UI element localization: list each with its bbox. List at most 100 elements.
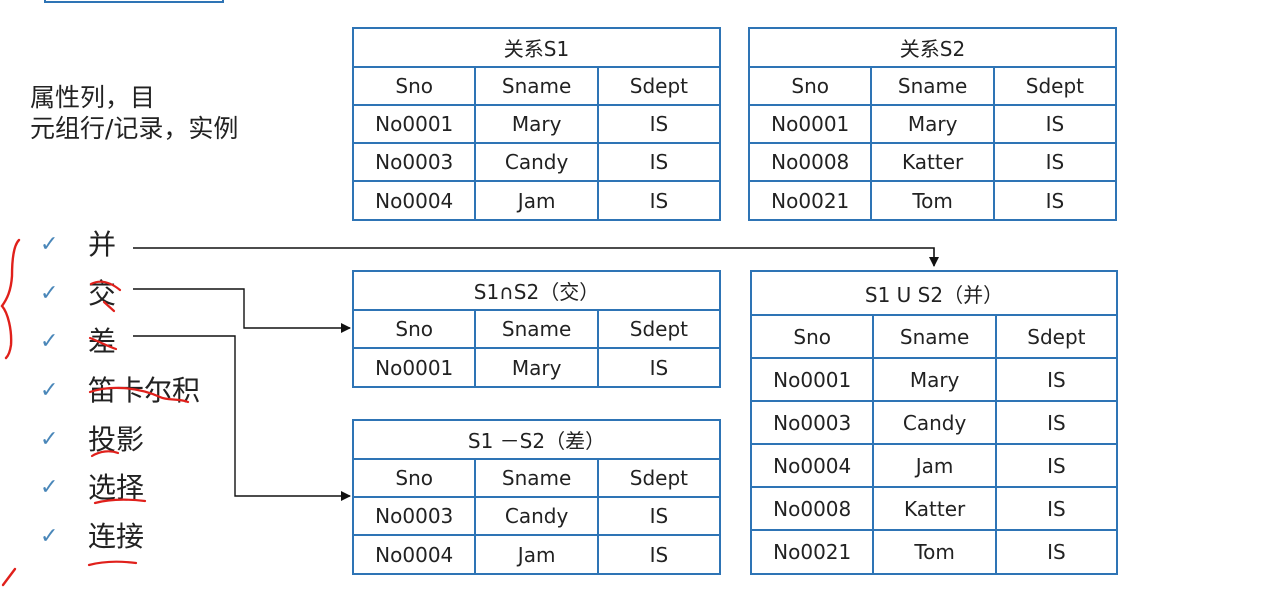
table-relation-s1: 关系S1 Sno Sname Sdept No0001 Mary IS No00… (351, 27, 722, 221)
top-frame-fragment (44, 0, 224, 3)
table-cell: IS (992, 180, 1118, 221)
table-cell: Mary (870, 104, 995, 144)
table-cell: No0003 (351, 142, 477, 182)
table-cell: No0003 (351, 496, 477, 536)
column-header: Sdept (992, 66, 1118, 106)
table-cell: Jam (474, 180, 599, 221)
table-cell: IS (994, 443, 1119, 488)
table-cell: No0004 (749, 443, 875, 488)
table-cell: Candy (474, 142, 599, 182)
table-cell: No0001 (351, 347, 477, 388)
table-title: S1 U S2（并） (750, 270, 1118, 316)
checkmark-icon: ✓ (40, 475, 59, 500)
table-row: No0001 Mary IS (351, 104, 722, 144)
operation-label: 投影 (88, 423, 145, 456)
checkmark-icon: ✓ (40, 378, 59, 403)
table-title: S1 －S2（差） (352, 419, 721, 460)
table-cell: No0004 (351, 534, 477, 575)
table-cell: IS (994, 400, 1119, 445)
table-cell: Mary (872, 357, 997, 402)
table-cell: Katter (870, 142, 995, 182)
table-cell: IS (596, 104, 722, 144)
red-tick-jiao (102, 300, 116, 313)
table-cell: No0021 (747, 180, 873, 221)
table-row: No0021 Tom IS (747, 180, 1118, 221)
table-cell: No0021 (749, 529, 875, 575)
table-cell: No0001 (747, 104, 873, 144)
column-header: Sname (474, 458, 599, 498)
red-corner-mark (1, 567, 17, 587)
intro-line-attributes: 属性列，目 (30, 83, 156, 112)
table-cell: IS (992, 104, 1118, 144)
table-cell: Mary (474, 104, 599, 144)
column-header: Sno (747, 66, 873, 106)
column-header: Sno (351, 66, 477, 106)
connector-difference-arrow (133, 335, 351, 501)
column-header: Sdept (994, 314, 1119, 359)
column-header: Sname (474, 309, 599, 349)
intro-line-tuples: 元组行/记录，实例 (30, 114, 239, 143)
table-row: No0004 Jam IS (749, 443, 1119, 488)
operation-label: 并 (88, 228, 117, 261)
table-title: 关系S2 (748, 27, 1117, 68)
table-relation-s2: 关系S2 Sno Sname Sdept No0001 Mary IS No00… (747, 27, 1118, 221)
table-union: S1 U S2（并） Sno Sname Sdept No0001 Mary I… (749, 270, 1119, 575)
checkmark-icon: ✓ (40, 427, 59, 452)
table-cell: Tom (872, 529, 997, 575)
table-cell: No0001 (749, 357, 875, 402)
table-row: No0004 Jam IS (351, 534, 722, 575)
table-row: No0003 Candy IS (351, 142, 722, 182)
operation-label: 连接 (88, 520, 145, 553)
table-cell: No0001 (351, 104, 477, 144)
table-cell: IS (596, 347, 722, 388)
connector-union-arrow (133, 247, 939, 267)
column-header: Sno (351, 309, 477, 349)
table-intersect: S1∩S2（交） Sno Sname Sdept No0001 Mary IS (351, 270, 722, 388)
checkmark-icon: ✓ (40, 232, 59, 257)
column-header: Sdept (596, 309, 722, 349)
table-difference: S1 －S2（差） Sno Sname Sdept No0003 Candy I… (351, 419, 722, 575)
table-cell: IS (596, 496, 722, 536)
column-header: Sno (749, 314, 875, 359)
table-cell: Katter (872, 486, 997, 531)
checkmark-icon: ✓ (40, 329, 59, 354)
table-cell: IS (994, 486, 1119, 531)
table-cell: Jam (474, 534, 599, 575)
table-cell: No0008 (749, 486, 875, 531)
red-strike-cha (88, 336, 118, 351)
table-title: S1∩S2（交） (352, 270, 721, 311)
column-header: Sdept (596, 66, 722, 106)
table-cell: Tom (870, 180, 995, 221)
table-cell: IS (994, 529, 1119, 575)
table-row: No0001 Mary IS (351, 347, 722, 388)
table-row: No0004 Jam IS (351, 180, 722, 221)
intro-text: 属性列，目 元组行/记录，实例 (30, 82, 238, 144)
column-header: Sname (872, 314, 997, 359)
table-cell: IS (596, 534, 722, 575)
red-underline-lianjie (87, 560, 138, 567)
table-cell: No0004 (351, 180, 477, 221)
checkmark-icon: ✓ (40, 281, 59, 306)
table-row: No0021 Tom IS (749, 529, 1119, 575)
table-cell: No0003 (749, 400, 875, 445)
table-title: 关系S1 (352, 27, 721, 68)
table-row: No0003 Candy IS (749, 400, 1119, 445)
column-header: Sno (351, 458, 477, 498)
column-header: Sdept (596, 458, 722, 498)
red-strike-jiao (89, 280, 122, 292)
table-cell: IS (596, 180, 722, 221)
table-cell: Candy (872, 400, 997, 445)
red-brace-mark (0, 238, 21, 360)
table-cell: Jam (872, 443, 997, 488)
connector-intersect-arrow (133, 288, 351, 333)
red-underline-xuanze (93, 498, 147, 505)
table-row: No0008 Katter IS (747, 142, 1118, 182)
red-strike-dikaer (88, 386, 190, 404)
red-underline-touying (90, 450, 120, 458)
table-cell: Mary (474, 347, 599, 388)
checkmark-icon: ✓ (40, 524, 59, 549)
column-header: Sname (870, 66, 995, 106)
table-cell: Candy (474, 496, 599, 536)
operation-label: 差 (88, 325, 117, 358)
table-cell: No0008 (747, 142, 873, 182)
